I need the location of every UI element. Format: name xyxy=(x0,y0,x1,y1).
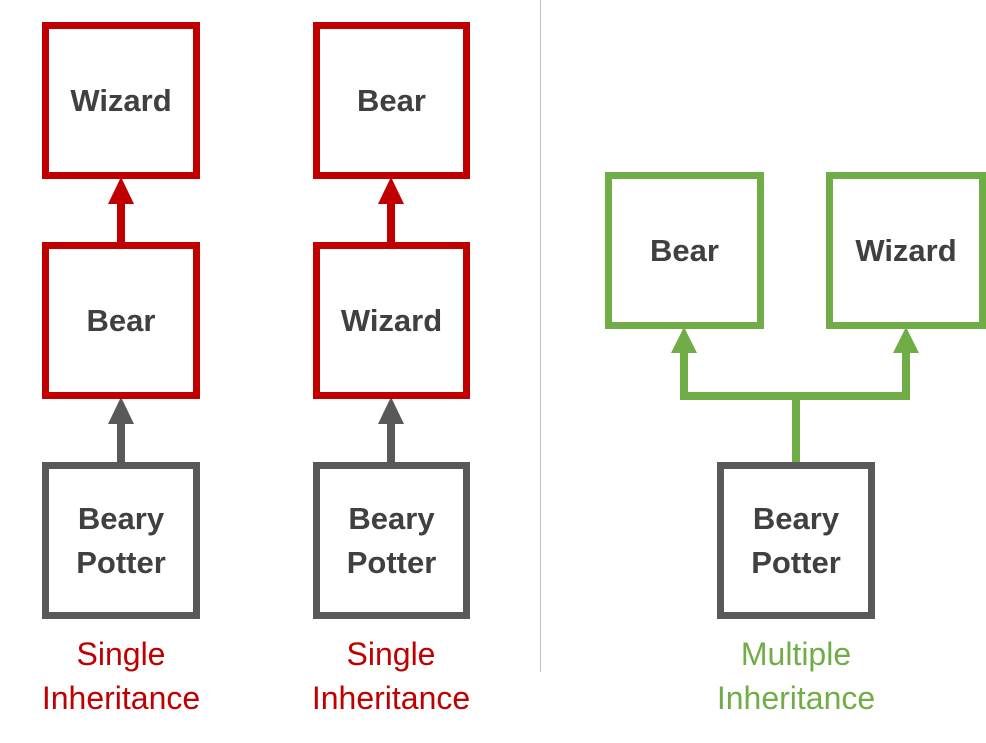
arrow-bear-to-wizard xyxy=(108,177,134,243)
class-box-bear: Bear xyxy=(42,242,200,399)
caption-single-inheritance: Single Inheritance xyxy=(311,636,471,717)
caption-single-inheritance: Single Inheritance xyxy=(41,636,201,717)
arrow-wizard-to-bear xyxy=(378,177,404,243)
class-label: Bear xyxy=(357,82,426,118)
caption-multiple-inheritance: Multiple Inheritance xyxy=(716,636,876,717)
class-box-beary-potter: Beary Potter xyxy=(42,462,200,619)
class-label: Wizard xyxy=(70,82,172,118)
arrow-multiple-inheritance xyxy=(671,327,919,465)
class-label: Bear xyxy=(86,302,156,338)
class-label: Beary Potter xyxy=(346,501,437,580)
arrow-beary-potter-to-bear xyxy=(108,397,134,463)
class-box-bear: Bear xyxy=(605,172,764,329)
divider xyxy=(540,0,541,672)
class-box-wizard: Wizard xyxy=(42,22,200,179)
class-box-bear: Bear xyxy=(313,22,470,179)
class-box-wizard: Wizard xyxy=(313,242,470,399)
class-box-beary-potter: Beary Potter xyxy=(717,462,875,619)
class-label: Beary Potter xyxy=(76,501,166,580)
class-label: Beary Potter xyxy=(751,501,841,580)
class-box-beary-potter: Beary Potter xyxy=(313,462,470,619)
class-label: Bear xyxy=(650,232,719,268)
class-label: Wizard xyxy=(340,302,443,338)
arrow-beary-potter-to-wizard xyxy=(378,397,404,463)
class-box-wizard: Wizard xyxy=(826,172,986,329)
class-label: Wizard xyxy=(855,232,957,268)
